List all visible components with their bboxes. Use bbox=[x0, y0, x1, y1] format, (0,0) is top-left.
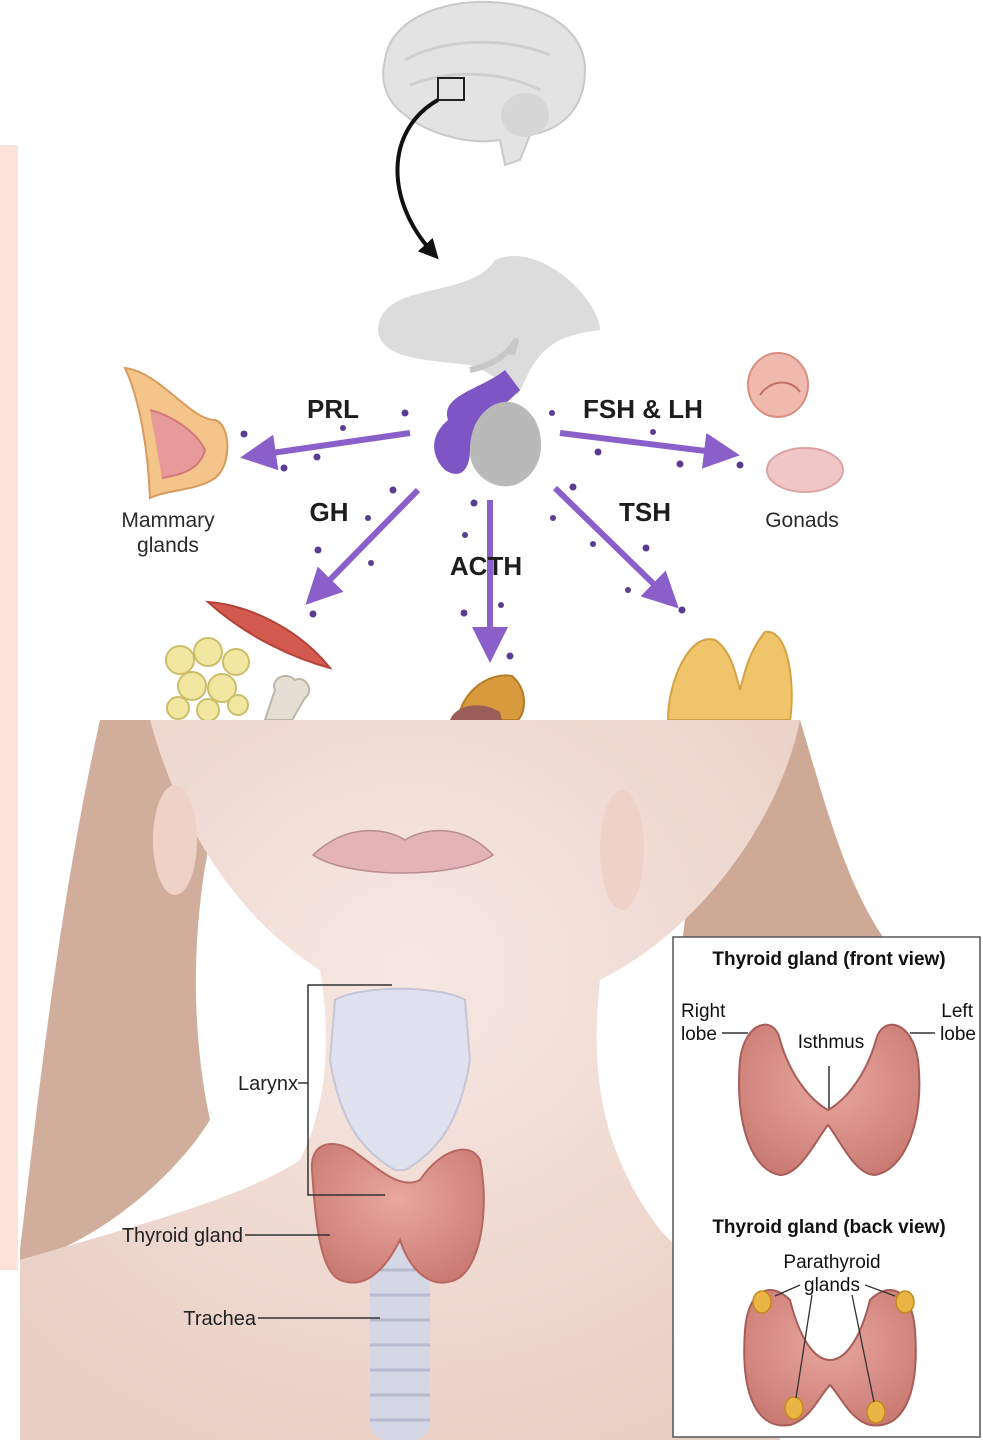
gonads-icon bbox=[748, 353, 843, 492]
right-lobe-label-line1: Right bbox=[681, 1001, 726, 1022]
trachea-label: Trachea bbox=[183, 1308, 257, 1330]
fsh-lh-arrow bbox=[560, 433, 722, 453]
pituitary-icon bbox=[378, 256, 600, 486]
right-lobe-label-line2: lobe bbox=[681, 1024, 717, 1045]
parathyroid-label-line1: Parathyroid bbox=[783, 1252, 880, 1273]
left-lobe-label-line2: lobe bbox=[940, 1024, 976, 1045]
back-view-title: Thyroid gland (back view) bbox=[712, 1217, 945, 1238]
parathyroid-label-line2: glands bbox=[804, 1275, 860, 1296]
thyroid-gland-label: Thyroid gland bbox=[122, 1225, 243, 1247]
prl-label: PRL bbox=[307, 394, 359, 424]
acth-label: ACTH bbox=[450, 551, 522, 581]
gonads-label: Gonads bbox=[765, 509, 839, 532]
larynx-label: Larynx bbox=[238, 1073, 298, 1095]
front-view-title: Thyroid gland (front view) bbox=[712, 949, 945, 970]
fsh-lh-label: FSH & LH bbox=[583, 394, 703, 424]
brain-icon bbox=[383, 2, 585, 165]
mammary-label-line2: glands bbox=[137, 534, 199, 557]
gh-label: GH bbox=[310, 497, 349, 527]
isthmus-label: Isthmus bbox=[798, 1032, 865, 1053]
adrenal-gland-icon bbox=[450, 675, 524, 720]
thyroid-target-icon bbox=[668, 632, 792, 720]
tsh-label: TSH bbox=[619, 497, 671, 527]
left-lobe-label-line1: Left bbox=[941, 1001, 973, 1022]
muscle-fat-bone-icon bbox=[166, 602, 330, 721]
thyroid-inset: Thyroid gland (front view) Right lobe Le… bbox=[673, 937, 980, 1437]
prl-arrow bbox=[258, 433, 410, 455]
mammary-label-line1: Mammary bbox=[121, 509, 215, 532]
mammary-gland-icon bbox=[125, 368, 227, 498]
